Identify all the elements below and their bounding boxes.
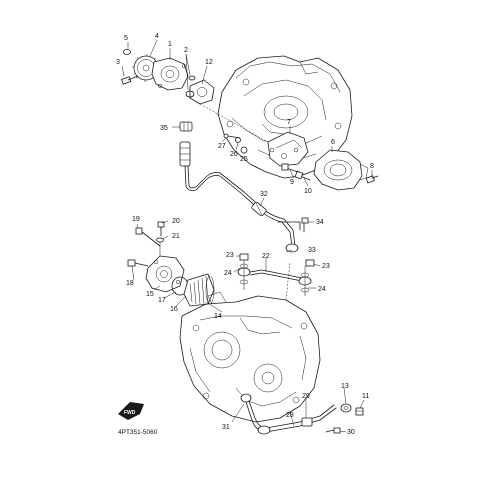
oil-pipe-bottom xyxy=(240,393,337,435)
callout-35: 35 xyxy=(160,125,168,132)
callout-30: 30 xyxy=(347,429,355,436)
callout-23-right: 23 xyxy=(322,263,330,270)
bolt-19 xyxy=(135,227,161,247)
callout-19: 19 xyxy=(132,216,140,223)
oil-filter-cover xyxy=(145,255,185,293)
callout-20: 20 xyxy=(172,218,180,225)
oil-delivery-bracket xyxy=(267,131,309,167)
bolt-8 xyxy=(365,175,379,184)
callout-24-right: 24 xyxy=(318,286,326,293)
callout-17: 17 xyxy=(158,297,166,304)
callout-7: 7 xyxy=(287,119,291,126)
pump-cover-gasket xyxy=(189,79,215,105)
callout-10: 10 xyxy=(304,188,312,195)
callout-6: 6 xyxy=(331,139,335,146)
oil-delivery-pipe-upper xyxy=(179,121,301,253)
callout-26: 26 xyxy=(230,151,238,158)
callout-5: 5 xyxy=(124,35,128,42)
callout-12: 12 xyxy=(205,59,213,66)
callout-9: 9 xyxy=(290,179,294,186)
callout-16: 16 xyxy=(170,306,178,313)
callout-18: 18 xyxy=(126,280,134,287)
callout-29: 29 xyxy=(302,393,310,400)
bolt-20 xyxy=(157,221,165,237)
bolt-11 xyxy=(355,407,364,416)
bolt-30 xyxy=(325,427,341,434)
callout-32: 32 xyxy=(260,191,268,198)
oil-pipe-lower xyxy=(237,253,315,296)
callout-22: 22 xyxy=(262,253,270,260)
fwd-label: FWD xyxy=(124,410,136,416)
callout-25: 25 xyxy=(240,156,248,163)
callout-31: 31 xyxy=(222,424,230,431)
callout-21: 21 xyxy=(172,233,180,240)
callout-8: 8 xyxy=(370,163,374,170)
bolt-10 xyxy=(294,170,311,181)
lower-crankcase xyxy=(179,291,321,423)
callout-13: 13 xyxy=(341,383,349,390)
bolt-9 xyxy=(281,163,299,173)
callout-1: 1 xyxy=(168,41,172,48)
callout-3: 3 xyxy=(116,59,120,66)
callout-2: 2 xyxy=(184,47,188,54)
callout-labels: 1 2 3 4 5 6 7 8 9 10 11 12 13 14 15 16 1… xyxy=(116,33,374,436)
leader-lines xyxy=(121,39,373,433)
upper-crankcase-half xyxy=(217,55,353,179)
forward-arrow-icon: FWD xyxy=(118,402,144,420)
callout-4: 4 xyxy=(155,33,159,40)
oil-pump-assembly xyxy=(121,49,196,98)
callout-15: 15 xyxy=(146,291,154,298)
oil-strainer-cover xyxy=(313,149,369,191)
diagram-code: 4PT351-5060 xyxy=(118,429,158,436)
callout-14: 14 xyxy=(214,313,222,320)
callout-28: 28 xyxy=(286,412,294,419)
callout-23-left: 23 xyxy=(226,252,234,259)
callout-34: 34 xyxy=(316,219,324,226)
callout-27: 27 xyxy=(218,143,226,150)
oil-filter-element xyxy=(183,273,215,307)
alignment-line-lower xyxy=(285,261,291,301)
callout-33: 33 xyxy=(308,247,316,254)
washer-21 xyxy=(156,237,164,243)
bolt-18 xyxy=(127,259,149,267)
drain-plug-13 xyxy=(340,403,352,413)
callout-11: 11 xyxy=(362,393,369,400)
callout-24-left: 24 xyxy=(224,270,232,277)
bolt-34 xyxy=(301,217,309,233)
